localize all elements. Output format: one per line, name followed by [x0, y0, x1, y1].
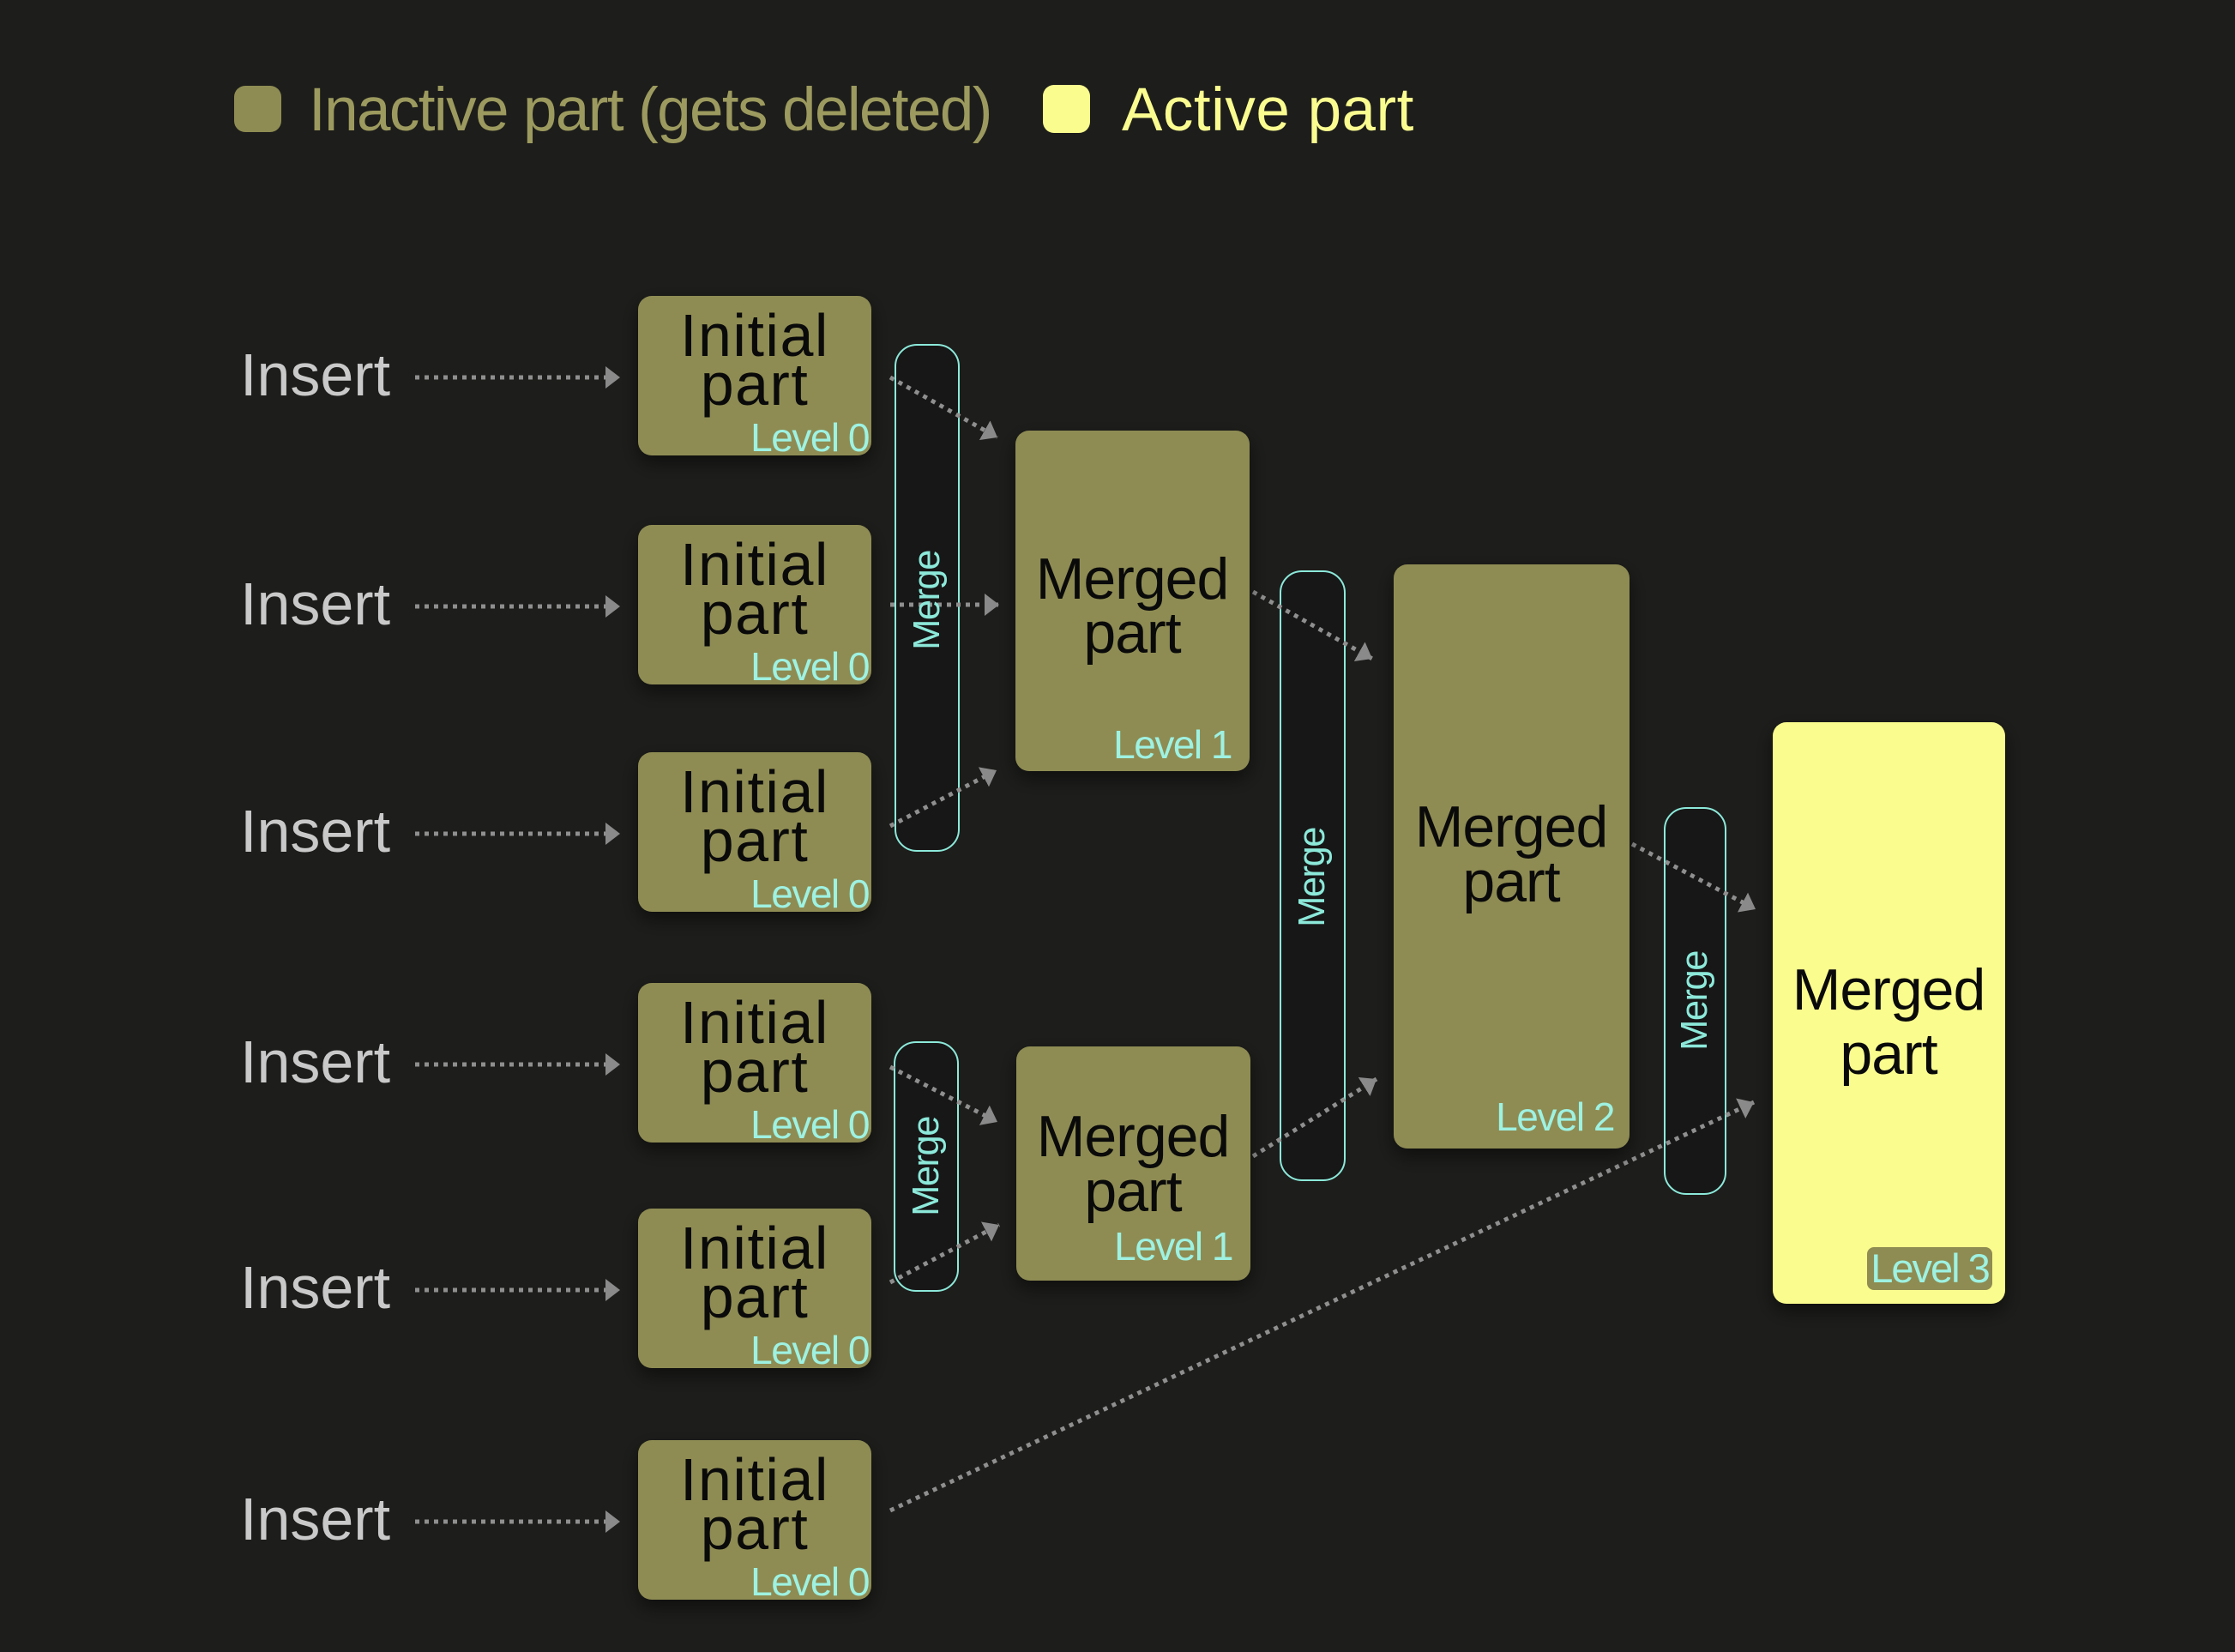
svg-text:Merge: Merge	[907, 551, 948, 650]
svg-text:part: part	[701, 807, 810, 874]
svg-text:Merged: Merged	[1415, 794, 1608, 859]
svg-text:Initial: Initial	[680, 531, 829, 598]
svg-text:part: part	[701, 1495, 810, 1562]
svg-text:part: part	[701, 1038, 810, 1105]
svg-text:Initial: Initial	[680, 1446, 829, 1513]
svg-text:Insert: Insert	[240, 341, 390, 408]
svg-text:Merge: Merge	[1674, 951, 1715, 1051]
svg-text:part: part	[701, 351, 810, 418]
svg-text:Level 2: Level 2	[1496, 1094, 1614, 1139]
svg-text:Level 1: Level 1	[1114, 1224, 1232, 1269]
svg-text:part: part	[701, 580, 810, 647]
svg-text:Insert: Insert	[240, 570, 390, 637]
svg-text:Initial: Initial	[680, 989, 829, 1056]
svg-text:Level 1: Level 1	[1113, 722, 1232, 767]
svg-text:part: part	[1083, 600, 1181, 666]
svg-text:Merged: Merged	[1792, 957, 1985, 1022]
svg-text:Active part: Active part	[1122, 76, 1414, 144]
svg-text:Level 0: Level 0	[750, 871, 869, 916]
svg-text:Initial: Initial	[680, 758, 829, 825]
svg-text:Merge: Merge	[1292, 828, 1333, 927]
svg-text:Merged: Merged	[1037, 1104, 1230, 1169]
svg-text:Level 0: Level 0	[750, 1559, 869, 1604]
svg-text:Level 0: Level 0	[750, 644, 869, 689]
svg-text:Merge: Merge	[906, 1117, 947, 1216]
svg-text:Insert: Insert	[240, 798, 390, 865]
svg-text:Level 3: Level 3	[1871, 1245, 1989, 1291]
svg-text:Insert: Insert	[240, 1486, 390, 1553]
svg-text:part: part	[701, 1263, 810, 1330]
svg-text:Inactive part (gets deleted): Inactive part (gets deleted)	[309, 76, 991, 144]
svg-text:part: part	[1840, 1022, 1937, 1087]
svg-text:Level 0: Level 0	[750, 415, 869, 460]
svg-text:Initial: Initial	[680, 1215, 829, 1281]
svg-text:Merged: Merged	[1036, 546, 1229, 612]
svg-text:Initial: Initial	[680, 302, 829, 369]
svg-text:Level 0: Level 0	[750, 1328, 869, 1372]
svg-text:Insert: Insert	[240, 1254, 390, 1321]
svg-text:part: part	[1084, 1159, 1182, 1224]
svg-text:Level 0: Level 0	[750, 1102, 869, 1147]
svg-text:Insert: Insert	[240, 1028, 390, 1095]
svg-text:part: part	[1462, 849, 1560, 914]
